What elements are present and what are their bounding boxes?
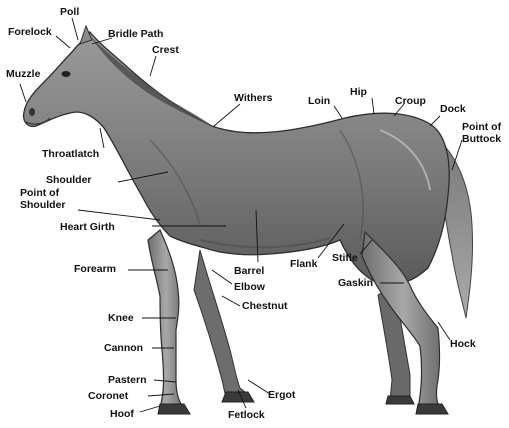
label-pastern: Pastern	[108, 374, 147, 386]
leader-dock	[430, 116, 440, 126]
leader-hip	[372, 98, 374, 114]
label-point-of-buttock: Point of Buttock	[462, 121, 501, 145]
leader-point-of-shoulder	[78, 210, 160, 220]
label-shoulder: Shoulder	[46, 174, 92, 186]
label-elbow: Elbow	[234, 281, 265, 293]
leader-muzzle	[20, 84, 26, 102]
label-poll: Poll	[60, 6, 79, 18]
leader-crest	[150, 56, 156, 76]
label-point-of-shoulder: Point of Shoulder	[20, 187, 66, 211]
leader-hoof	[140, 406, 160, 412]
label-throatlatch: Throatlatch	[42, 148, 99, 160]
label-hip: Hip	[350, 86, 367, 98]
label-forearm: Forearm	[74, 263, 116, 275]
nostril	[29, 108, 35, 116]
label-bridle-path: Bridle Path	[108, 28, 163, 40]
far-fore-hoof	[222, 392, 254, 402]
leader-poll	[72, 18, 78, 40]
label-dock: Dock	[440, 103, 466, 115]
leader-withers	[214, 104, 240, 126]
label-heart-girth: Heart Girth	[60, 221, 115, 233]
label-fetlock: Fetlock	[228, 409, 265, 421]
label-coronet: Coronet	[88, 390, 128, 402]
leader-elbow	[212, 270, 232, 284]
label-cannon: Cannon	[104, 342, 143, 354]
leader-chestnut	[222, 296, 240, 306]
label-loin: Loin	[308, 95, 330, 107]
near-hind-hoof	[416, 404, 448, 414]
leader-ergot	[248, 380, 270, 394]
near-foreleg	[148, 230, 184, 414]
label-stifle: Stifle	[332, 252, 358, 264]
leader-throatlatch	[100, 128, 104, 148]
leader-forelock	[56, 36, 70, 48]
label-gaskin: Gaskin	[338, 277, 373, 289]
label-flank: Flank	[290, 258, 317, 270]
leader-loin	[334, 106, 342, 118]
label-crest: Crest	[152, 44, 179, 56]
label-croup: Croup	[395, 95, 426, 107]
label-forelock: Forelock	[8, 26, 52, 38]
near-fore-hoof	[158, 404, 190, 414]
label-hoof: Hoof	[110, 408, 134, 420]
label-chestnut: Chestnut	[242, 300, 288, 312]
label-barrel: Barrel	[234, 265, 264, 277]
label-hock: Hock	[450, 338, 476, 350]
label-ergot: Ergot	[268, 389, 295, 401]
label-muzzle: Muzzle	[6, 68, 40, 80]
eye	[62, 71, 71, 77]
label-knee: Knee	[108, 312, 134, 324]
label-withers: Withers	[234, 92, 272, 104]
far-hind-hoof	[386, 396, 414, 404]
leader-hock	[438, 322, 450, 340]
